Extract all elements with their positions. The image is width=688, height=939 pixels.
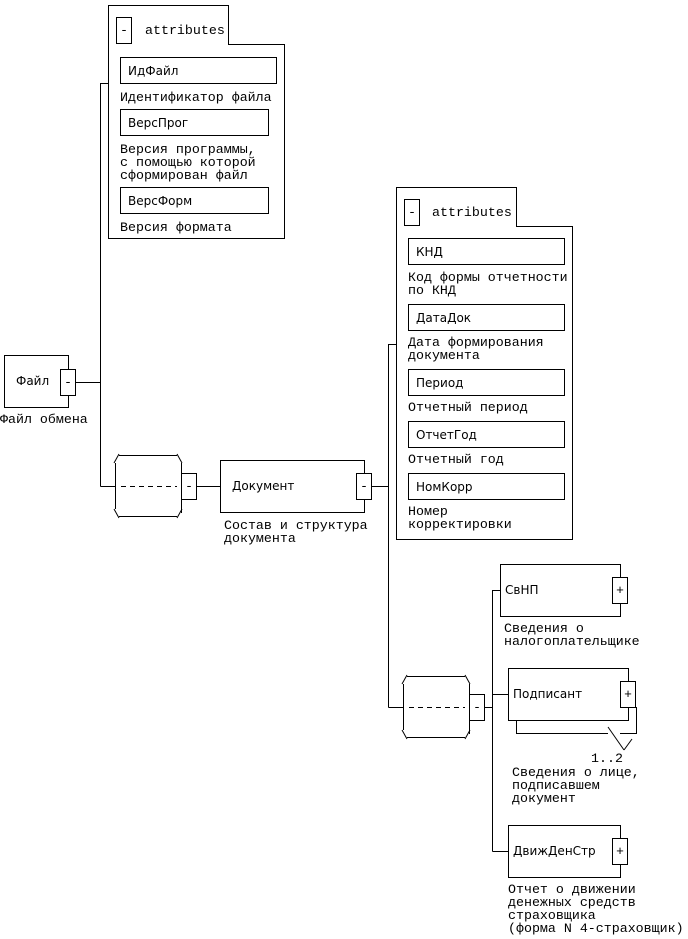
attribute-name: ИдФайл <box>128 64 179 78</box>
attribute-field[interactable]: ИдФайл <box>120 57 277 84</box>
collapse-button[interactable]: - <box>469 694 485 721</box>
attribute-field[interactable]: КНД <box>408 238 565 265</box>
element-file[interactable]: Файл <box>4 355 69 408</box>
attribute-description: Версия программы, с помощью которой сфор… <box>120 142 256 183</box>
element-name: СвНП <box>505 583 539 597</box>
element-description: Файл обмена <box>0 412 88 427</box>
element-description: Сведения о лице, подписавшем документ <box>512 765 640 806</box>
attribute-description: Отчетный период <box>408 400 528 415</box>
attribute-name: Период <box>416 376 464 390</box>
multiple-occurrence-shadow <box>620 707 637 734</box>
expand-button[interactable]: + <box>612 838 628 865</box>
attribute-name: НомКорр <box>416 480 473 494</box>
element-name: ДвижДенСтр <box>513 844 596 858</box>
multiplicity-mark <box>607 726 625 751</box>
attribute-description: Версия формата <box>120 220 232 235</box>
element-description: Состав и структура документа <box>224 518 368 546</box>
attribute-field[interactable]: Период <box>408 369 565 396</box>
attribute-description: Код формы отчетности по КНД <box>408 270 568 298</box>
attribute-description: Дата формирования документа <box>408 335 544 363</box>
attribute-name: ВерсПрог <box>128 116 189 130</box>
collapse-button[interactable]: - <box>181 473 197 500</box>
attribute-field[interactable]: ВерсПрог <box>120 109 269 136</box>
expand-button[interactable]: + <box>620 681 636 708</box>
collapse-button[interactable]: - <box>60 369 76 396</box>
attribute-description: Отчетный год <box>408 452 504 467</box>
collapse-button[interactable]: - <box>116 17 132 44</box>
sequence-compositor-icon <box>401 674 471 740</box>
element-name: Документ <box>232 479 295 493</box>
attributes-panel-outline <box>396 187 573 540</box>
element-name: Подписант <box>513 687 583 701</box>
collapse-button[interactable]: - <box>404 199 420 226</box>
element-document[interactable]: Документ <box>220 460 365 513</box>
collapse-button[interactable]: - <box>356 473 372 500</box>
attribute-description: Номер корректировки <box>408 504 512 532</box>
element-dvizhdenstr[interactable]: ДвижДенСтр <box>508 825 621 878</box>
multiplicity-mark <box>623 738 633 751</box>
attribute-description: Идентификатор файла <box>120 90 272 105</box>
attribute-field[interactable]: ДатаДок <box>408 304 565 331</box>
element-svnp[interactable]: СвНП <box>500 564 621 617</box>
multiple-occurrence-shadow <box>516 720 608 734</box>
element-name: Файл <box>16 374 50 388</box>
multiplicity-label: 1..2 <box>591 751 623 766</box>
attribute-name: КНД <box>416 245 443 259</box>
element-description: Отчет о движении денежных средств страхо… <box>508 882 684 936</box>
element-description: Сведения о налогоплательщике <box>504 621 640 649</box>
attribute-field[interactable]: ВерсФорм <box>120 187 269 214</box>
attribute-name: ОтчетГод <box>416 428 477 442</box>
attributes-header: attributes <box>145 23 225 38</box>
element-podpisant[interactable]: Подписант <box>508 668 629 721</box>
sequence-compositor-icon <box>113 453 183 519</box>
expand-button[interactable]: + <box>612 577 628 604</box>
attributes-header: attributes <box>432 205 512 220</box>
attributes-panel: - attributes КНД Код формы отчетности по… <box>396 187 573 540</box>
attribute-field[interactable]: НомКорр <box>408 473 565 500</box>
attribute-name: ДатаДок <box>416 311 472 325</box>
attributes-panel: - attributes ИдФайл Идентификатор файла … <box>108 5 285 239</box>
attribute-name: ВерсФорм <box>128 194 193 208</box>
attribute-field[interactable]: ОтчетГод <box>408 421 565 448</box>
